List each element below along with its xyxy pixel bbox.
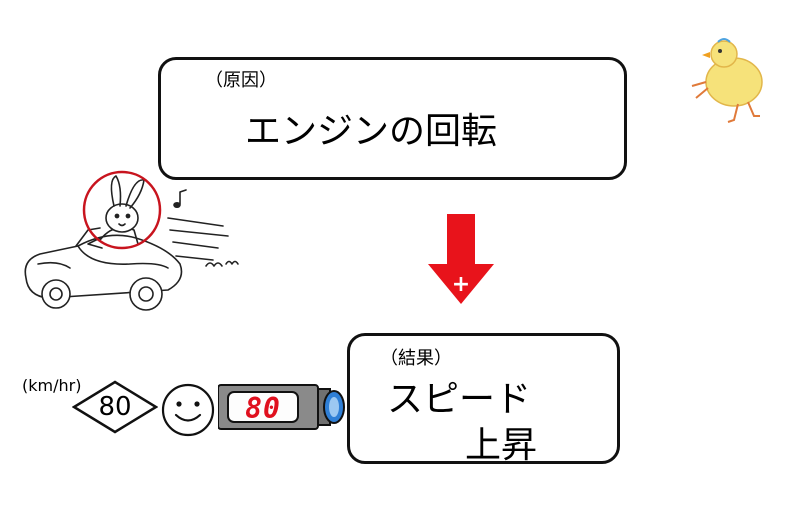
- rabbit-driving-car-icon: [24, 170, 239, 311]
- causal-arrow: +: [428, 214, 494, 304]
- effect-text-line2: 上昇: [465, 425, 538, 466]
- speed-unit-label: (km/hr): [22, 376, 82, 395]
- cause-tag: （原因）: [205, 70, 277, 91]
- diamond-sign-icon: [72, 380, 158, 434]
- arrow-head: [428, 264, 494, 304]
- effect-box: （結果） スピード 上昇: [347, 333, 620, 466]
- highlight-circle: [82, 170, 162, 250]
- arrow-shaft: [447, 214, 475, 266]
- effect-tag: （結果）: [380, 348, 452, 369]
- smiley-face-icon: [161, 383, 215, 437]
- speedometer-icon: [218, 384, 345, 430]
- effect-text-line1: スピード: [387, 379, 532, 420]
- cause-text: エンジンの回転: [245, 111, 498, 152]
- arrow-plus-sign: +: [452, 272, 470, 297]
- speed-sign: 80: [72, 380, 158, 434]
- speedometer-display: 80: [245, 392, 281, 425]
- cause-box: （原因） エンジンの回転: [158, 57, 627, 180]
- speed-sign-value: 80: [98, 392, 132, 422]
- chick-icon: [691, 38, 763, 123]
